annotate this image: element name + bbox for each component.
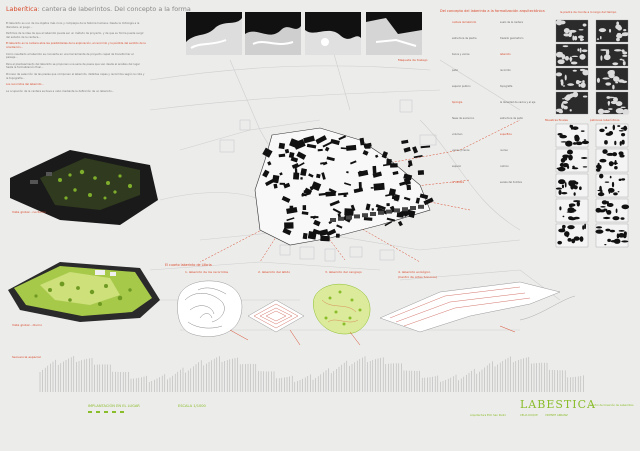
right-patterns-title: patrones laberínticos — [590, 118, 620, 122]
labyrinth-label-1: 1. laberinto de los recorridos — [185, 270, 229, 274]
page-title: : cantera de laberintos. Del concepto a … — [37, 5, 191, 13]
annotation-item: nucleo — [500, 149, 508, 152]
intro-paragraph: El laberinto en la cantera abre las posi… — [6, 42, 146, 49]
intro-paragraph: Partimos de la idea de que el laberinto … — [6, 32, 144, 39]
annotation-item: suelo de la cantera — [500, 21, 523, 24]
annotation-item: topografia — [500, 85, 513, 88]
annotation-item: la densidad de vacios y el eje — [500, 101, 536, 104]
intro-paragraph: Como resultado el laberinto se convierte… — [6, 52, 134, 60]
annotation-item: cantera del labirinto — [452, 21, 477, 24]
annotation-item: patio — [452, 69, 459, 72]
caption-strip: Maqueta de trabajo — [398, 58, 428, 62]
strip-photo-4 — [366, 12, 422, 55]
right-column-title: la piedra de monte a lo largo del tiempo — [560, 10, 617, 14]
intro-paragraph: Para el planteamiento del laberinto se p… — [6, 62, 140, 70]
school-label: Arquitectura ECC San Pedro — [470, 414, 507, 417]
footer-right-label: Centro de Creación de Laberintos — [590, 404, 634, 407]
labyrinth-2-drawing — [247, 299, 305, 346]
annotation-item: superficie — [500, 133, 512, 136]
annotation-item: fases de evolucion — [452, 117, 475, 120]
intro-paragraph: Proceso de selección de las piezas que c… — [6, 72, 145, 80]
caption-sequence: Secuencia espacial — [12, 355, 41, 359]
footer-scale-label: ESCALA 1/1000 — [178, 404, 206, 408]
annotation-item: espacio — [452, 165, 462, 168]
annotation-item: trazado geometrico — [500, 37, 524, 40]
labyrinth-label-4-sub: (Centro de Artes Sonoros) — [398, 275, 437, 279]
logo: LABESTICA — [520, 398, 596, 411]
strip-photo-3 — [305, 12, 361, 55]
labyrinth-3-drawing — [313, 284, 371, 346]
intro-paragraph: El laberinto es uno de los objetos más r… — [6, 22, 140, 29]
annotation-item: volumen — [452, 133, 463, 136]
caption-night: Vista global - nocturno — [12, 210, 46, 214]
strip-photo-1 — [186, 12, 242, 55]
strip-photo-2 — [245, 12, 301, 55]
annotation-item: vacios y llenos — [452, 149, 470, 152]
labyrinth-label-4: 4. laberinto ecológico — [398, 270, 431, 274]
annotation-item: estructura de piedra — [452, 37, 477, 40]
caption-day: Vista global - diurno — [12, 323, 43, 327]
right-forms-title: Muestras finales — [545, 118, 568, 122]
intro-paragraph: La ocupación de la cantera se lleva a ca… — [6, 89, 115, 93]
labyrinth-label-2: 2. laberinto del latido — [258, 270, 291, 274]
labyrinths-heading: El cuarto laberinto de Lilbria — [165, 263, 212, 267]
annotation-item: laberinto — [500, 53, 511, 56]
annotation-item: recorrido — [500, 69, 511, 72]
labyrinth-label-3: 3. laberinto del cangrejo — [325, 270, 362, 274]
page-title-prefix: Laberítica — [6, 5, 38, 13]
intro-text: El laberinto es uno de los objetos más r… — [6, 22, 146, 93]
right-section-title: Del concepto del laberinto a la formaliz… — [440, 9, 545, 13]
author-1: CELIA DUQUE — [520, 414, 538, 417]
annotation-item: estructura de patio — [500, 117, 523, 120]
author-2: VICENTE ARRANZ — [545, 414, 568, 417]
labyrinth-1-drawing — [177, 280, 249, 341]
footer-left-label: IMPLANTACIÓN EN EL LUGAR — [88, 404, 140, 408]
annotation-item: espacio publico — [452, 85, 471, 88]
annotation-item: llenos y vacios — [452, 53, 470, 56]
annotation-item: tipologia — [452, 101, 463, 104]
intro-paragraph: Los recorridos del laberinto... — [6, 83, 44, 87]
annotation-item: camino — [500, 165, 509, 168]
annotation-item: escala del hombre — [500, 181, 523, 184]
labyrinth-4-drawing — [379, 281, 576, 333]
annotation-item: la cantera — [452, 181, 465, 184]
